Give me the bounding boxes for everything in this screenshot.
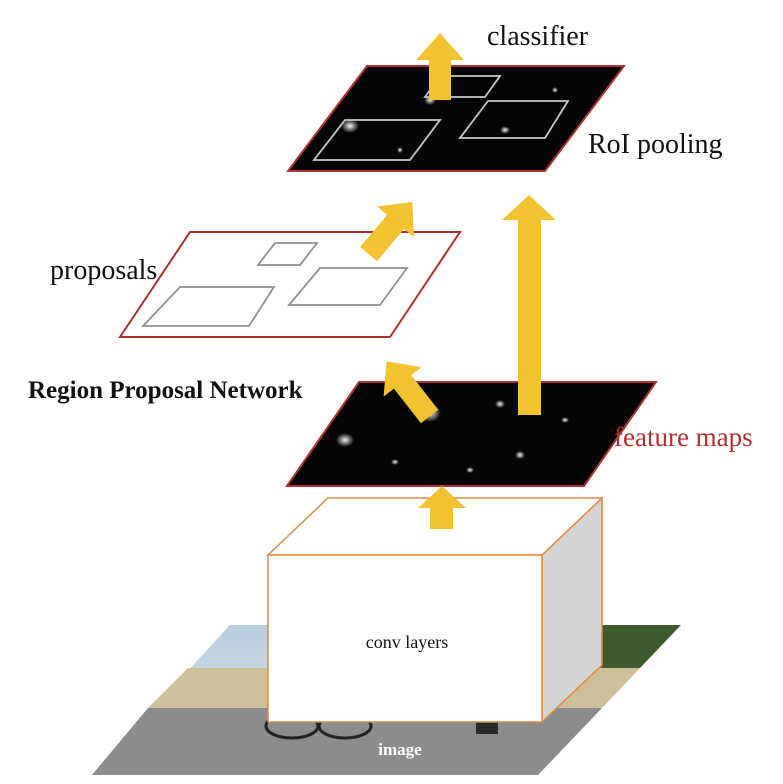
feature-activation — [561, 417, 569, 423]
roi-activation — [552, 87, 558, 93]
roi-activation — [397, 147, 403, 153]
conv-layers-box: conv layers — [266, 496, 604, 724]
arrow-conv-to-features — [418, 486, 466, 529]
arrow-proposals-to-roi — [360, 202, 414, 262]
rpn-label: Region Proposal Network — [28, 377, 303, 404]
arrow-features-to-roi — [502, 195, 556, 415]
image-road — [92, 708, 602, 775]
proposal-box — [287, 267, 409, 306]
feature-activation — [515, 451, 525, 459]
feature-activation — [336, 433, 354, 447]
conv-box-front — [267, 554, 543, 723]
feature-activation — [495, 400, 505, 408]
arrow-roi-to-classifier — [416, 33, 464, 100]
proposals-label: proposals — [50, 255, 157, 286]
roi-box — [458, 100, 570, 139]
classifier-label: classifier — [487, 21, 589, 52]
feature-activation — [391, 459, 399, 465]
image-label: image — [378, 740, 422, 759]
roi-activation — [500, 126, 510, 134]
proposals-plane — [118, 231, 462, 338]
conv-layers-label: conv layers — [366, 632, 448, 652]
feature-activation — [466, 467, 474, 473]
proposal-box — [140, 286, 276, 327]
roi-pooling-label: RoI pooling — [588, 129, 723, 160]
feature-map-surface — [285, 381, 658, 487]
feature-maps-label: feature maps — [614, 422, 753, 452]
roi-activation — [341, 119, 359, 133]
roi-pooling-plane — [285, 65, 627, 172]
arrow-features-to-rpn — [383, 361, 439, 424]
proposals-surface — [118, 231, 462, 338]
proposal-box — [256, 242, 319, 266]
feature-maps-plane — [285, 381, 658, 487]
roi-box — [312, 119, 442, 161]
roi-map-surface — [285, 65, 627, 172]
arrows — [360, 33, 556, 529]
